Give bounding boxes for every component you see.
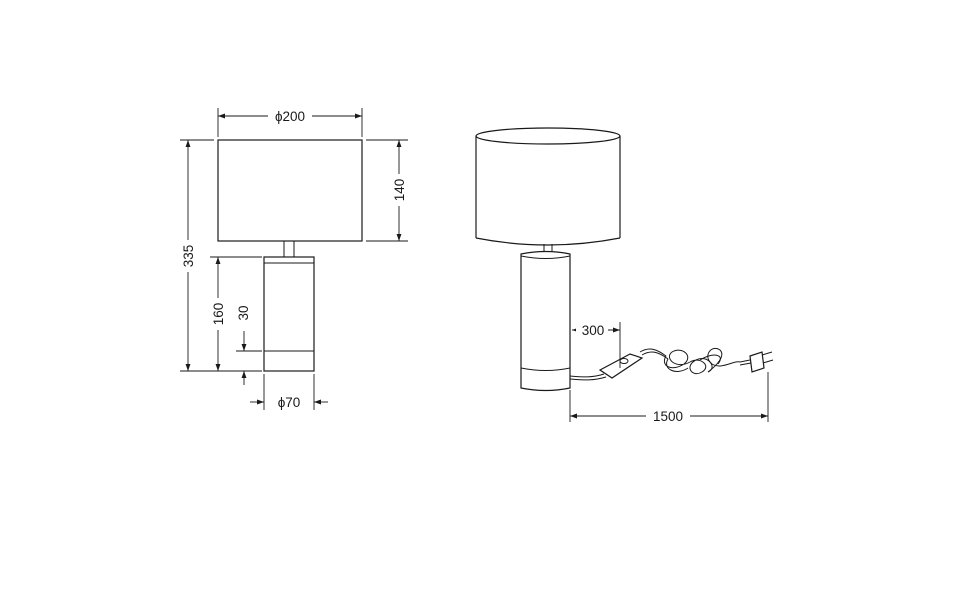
dim-switch-distance: 300 xyxy=(572,322,621,368)
inline-switch xyxy=(598,353,644,379)
side-view: 300 1500 xyxy=(475,127,774,424)
front-view: ϕ200 140 335 160 xyxy=(180,106,408,410)
dim-label-base-height: 160 xyxy=(211,303,226,326)
plug xyxy=(749,351,774,373)
front-lamp-base xyxy=(263,256,315,372)
dim-label-shade-height: 140 xyxy=(392,179,407,202)
dim-base-diameter: ϕ70 xyxy=(250,374,328,410)
dim-base-height: 160 xyxy=(210,256,262,371)
dim-label-cable-length: 1500 xyxy=(653,409,683,424)
dim-label-switch-distance: 300 xyxy=(582,323,605,338)
front-lamp-shade xyxy=(217,139,363,242)
dim-label-shade-diameter: ϕ200 xyxy=(275,109,305,124)
power-cord xyxy=(569,348,774,381)
dim-label-ring-height: 30 xyxy=(236,305,251,320)
dim-cable-length: 1500 xyxy=(569,372,769,424)
side-lamp-shade xyxy=(475,127,621,246)
dim-label-base-diameter: ϕ70 xyxy=(278,395,301,410)
side-lamp-base xyxy=(520,250,571,392)
dim-shade-diameter: ϕ200 xyxy=(217,106,363,137)
dim-total-height: 335 xyxy=(180,139,262,372)
dim-ring-height: 30 xyxy=(236,305,262,385)
dim-label-total-height: 335 xyxy=(181,245,196,268)
dim-shade-height: 140 xyxy=(366,139,408,242)
